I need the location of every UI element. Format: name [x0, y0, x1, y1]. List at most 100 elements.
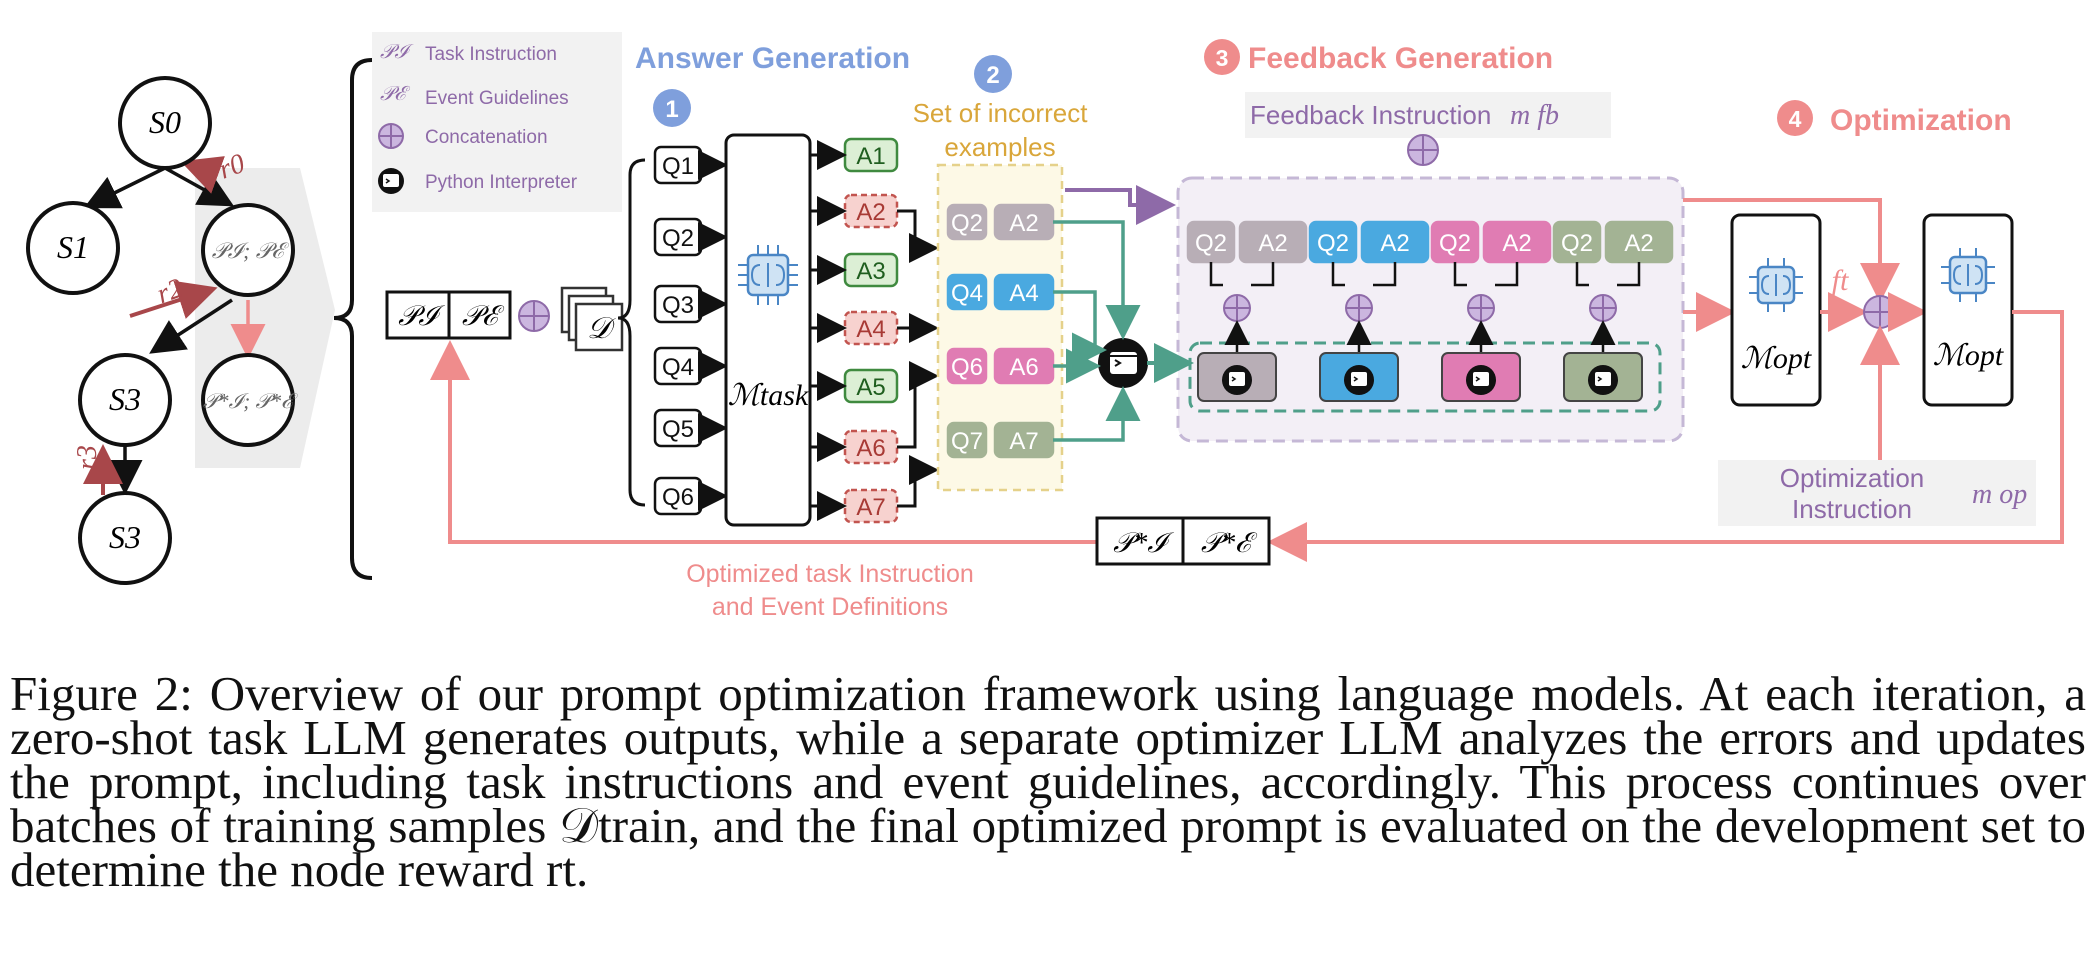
incorrect-a-2: A4 [993, 273, 1055, 311]
tree-node-s3 [78, 353, 172, 447]
incorrect-q-1: Q2 [946, 203, 988, 241]
tree-node-optimized [201, 353, 295, 447]
feedback-symbol: ft [1832, 264, 1849, 297]
feedback-a-1-label: A2 [1258, 230, 1287, 257]
answer-a7-label: A7 [856, 494, 885, 521]
feedback-a-3: A2 [1482, 220, 1552, 264]
question-5: Q5 [653, 408, 703, 448]
legend-label-python: Python Interpreter [425, 172, 578, 193]
step4-title: Optimization [1830, 104, 2012, 137]
legend-label-event: Event Guidelines [425, 88, 569, 109]
concat-icon-feedback-3 [1467, 294, 1495, 322]
reward-r3: r3 [72, 445, 103, 470]
step3-title: Feedback Generation [1248, 42, 1553, 75]
question-4-label: Q4 [662, 354, 694, 381]
question-6-label: Q6 [662, 484, 694, 511]
tree-node-optimized-label: 𝒫*ℐ; 𝒫*ℰ [203, 389, 298, 413]
question-6: Q6 [653, 476, 703, 516]
search-tree: S0 S1 𝒫ℐ; 𝒫ℰ S3 𝒫*ℐ; 𝒫*ℰ S3 r0 r2 r3 [26, 76, 335, 585]
incorrect-q-2-label: Q4 [951, 280, 983, 307]
step1-title: Answer Generation [635, 42, 910, 75]
step3-badge [1204, 39, 1240, 75]
tree-node-s0 [118, 76, 212, 170]
optimizer-model-2 [1922, 213, 2014, 407]
question-2-label: Q2 [662, 225, 694, 252]
brain-chip-icon [1941, 248, 1995, 302]
incorrect-a-4: A7 [993, 421, 1055, 459]
incorrect-a-3: A6 [993, 347, 1055, 385]
tree-node-s1-label: S1 [57, 229, 89, 265]
legend-label-task: Task Instruction [425, 44, 557, 65]
concatenation-icon [378, 123, 404, 149]
answer-a6: A6 [843, 429, 899, 465]
step4-number: 4 [1789, 106, 1802, 132]
concat-icon-input [518, 300, 550, 332]
feedback-q-4: Q2 [1552, 220, 1602, 264]
answer-a7: A7 [843, 488, 899, 524]
return-arrow-right [1267, 310, 2064, 562]
feedback-q-2: Q2 [1308, 220, 1358, 264]
answer-a2-label: A2 [856, 199, 885, 226]
reward-r2: r2 [153, 273, 187, 311]
answer-a1: A1 [843, 137, 899, 173]
answer-a5: A5 [843, 368, 899, 404]
feedback-a-4-label: A2 [1624, 230, 1653, 257]
feedback-a-3-label: A2 [1502, 230, 1531, 257]
question-1: Q1 [653, 145, 703, 185]
legend-box [372, 32, 622, 212]
tree-node-s3-child-label: S3 [109, 519, 141, 555]
optimization-instruction-line2: Instruction [1792, 494, 1912, 524]
step2-number: 2 [986, 62, 999, 89]
step1-badge [653, 89, 691, 127]
output-prompt-task: 𝒫*ℐ [1113, 528, 1174, 559]
tree-node-s3-child [78, 491, 172, 585]
feedback-instruction-symbol: m fb [1510, 100, 1559, 131]
caption-text: Figure 2: Overview of our prompt optimiz… [10, 666, 2086, 897]
concat-icon-feedback-4 [1589, 294, 1617, 322]
output-label-line2: and Event Definitions [712, 593, 948, 621]
python-interpreter-icon [378, 168, 404, 194]
answer-a4-label: A4 [856, 316, 885, 343]
incorrect-a-3-label: A6 [1009, 354, 1038, 381]
incorrect-q-1-label: Q2 [951, 210, 983, 237]
step2-badge [974, 55, 1012, 93]
feedback-q-3: Q2 [1430, 220, 1480, 264]
task-model-label: ℳtask [728, 379, 809, 412]
feedback-a-4: A2 [1604, 220, 1674, 264]
output-label-line1: Optimized task Instruction [686, 560, 974, 588]
optimization-instruction-box [1718, 460, 2036, 526]
input-prompt-event: 𝒫ℰ [462, 301, 505, 332]
tree-node-prompt-label: 𝒫ℐ; 𝒫ℰ [212, 238, 290, 263]
concat-icon-feedback-2 [1345, 294, 1373, 322]
incorrect-a-1: A2 [993, 203, 1055, 241]
tree-node-prompt [201, 203, 295, 297]
incorrect-a-1-label: A2 [1009, 210, 1038, 237]
answer-a1-label: A1 [856, 143, 885, 170]
input-prompt-task: 𝒫ℐ [398, 301, 445, 332]
answer-a3-label: A3 [856, 258, 885, 285]
answer-a5-label: A5 [856, 374, 885, 401]
legend-symbol-event: 𝒫ℰ [380, 83, 410, 105]
concat-icon-feedback-1 [1223, 294, 1251, 322]
feedback-instruction-box [1245, 92, 1611, 138]
optimization-instruction-line1: Optimization [1780, 463, 1925, 493]
feedback-q-4-label: Q2 [1561, 230, 1593, 257]
python-interpreter-icon [1197, 352, 1277, 402]
python-interpreter-icon [1098, 338, 1148, 388]
brain-chip-icon [1749, 258, 1803, 312]
question-4: Q4 [653, 346, 703, 386]
feedback-q-1: Q2 [1186, 220, 1236, 264]
feedback-instruction-label: Feedback Instruction [1250, 100, 1491, 130]
feedback-a-1: A2 [1238, 220, 1308, 264]
question-2: Q2 [653, 217, 703, 257]
optimizer-model-1-label: ℳopt [1741, 342, 1812, 375]
optimizer-model-1 [1730, 213, 1822, 407]
feedback-q-2-label: Q2 [1317, 230, 1349, 257]
question-5-label: Q5 [662, 416, 694, 443]
python-interpreter-icon [1563, 352, 1643, 402]
tree-node-s0-label: S0 [149, 104, 181, 140]
